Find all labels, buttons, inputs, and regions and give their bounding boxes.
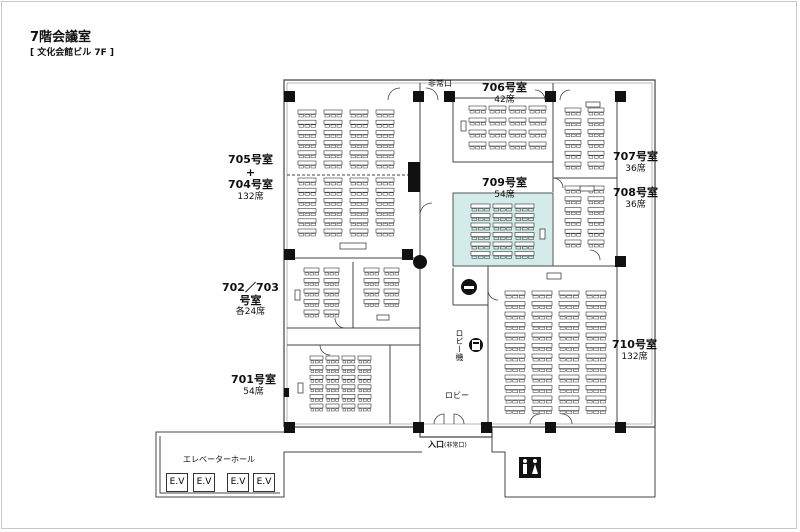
- door-702: [334, 317, 346, 329]
- room-710-seats: 132席: [621, 351, 648, 362]
- seats-702: [303, 267, 340, 318]
- room-plus: +: [245, 165, 256, 179]
- door-705: [387, 87, 401, 101]
- lobby-label: ロビー: [445, 391, 469, 400]
- entrance-door-icon: [433, 413, 465, 425]
- pillars: [284, 91, 626, 433]
- lecterns: [294, 101, 601, 394]
- elevator-4: E.V: [253, 473, 275, 492]
- building-subtitle: [ 文化会館ビル 7F ]: [30, 48, 115, 58]
- room-701-name: 701号室: [231, 373, 276, 386]
- seats-705: [297, 109, 395, 169]
- seats-703: [363, 267, 400, 307]
- page-title: 7階会議室: [30, 30, 92, 45]
- entrance-text: 入口: [428, 440, 444, 449]
- vending-label: ロビー機: [455, 329, 464, 361]
- room-704-name: 704号室: [228, 178, 273, 192]
- room-710-label: 710号室 132席: [612, 338, 657, 362]
- elevator-hall-label: エレベーターホール: [183, 455, 255, 464]
- room-708-seats: 36席: [625, 199, 646, 210]
- door-706: [534, 89, 546, 101]
- restroom-icon: [519, 457, 541, 478]
- room-707-name: 707号室: [613, 150, 658, 163]
- room-701-seats: 54席: [243, 386, 264, 397]
- door-708: [589, 249, 601, 261]
- room-702-703-suffix: 号室: [239, 293, 262, 307]
- door-710-bottom2: [561, 413, 573, 425]
- room-710-name: 710号室: [612, 338, 657, 351]
- seats-709: [470, 203, 535, 259]
- seating-groups: [297, 105, 607, 414]
- entrance-label: 入口(非常口): [428, 440, 467, 450]
- door-710-bottom: [529, 413, 541, 425]
- room-706-label: 706号室 42席: [482, 81, 527, 105]
- door-709: [552, 177, 564, 189]
- room-707-label: 707号室 36席: [613, 150, 658, 174]
- room-707-seats: 36席: [625, 163, 646, 174]
- elevator-3: E.V: [227, 473, 249, 492]
- room-705-704-label: 705号室 + 704号室 132席: [228, 153, 273, 202]
- room-706-seats: 42席: [494, 94, 515, 105]
- door-707: [559, 89, 571, 101]
- room-709-seats: 54席: [494, 189, 515, 200]
- room-709-name: 709号室: [482, 176, 527, 189]
- entrance-note: (非常口): [444, 442, 467, 449]
- elevator-hall-outline: [155, 427, 656, 498]
- seats-704: [297, 177, 395, 237]
- seats-707: [564, 107, 605, 170]
- seats-710: [504, 290, 607, 414]
- room-706-name: 706号室: [482, 81, 527, 94]
- room-709-label: 709号室 54席: [482, 176, 527, 200]
- seats-708: [564, 185, 605, 248]
- room-708-label: 708号室 36席: [613, 186, 658, 210]
- room-708-name: 708号室: [613, 186, 658, 199]
- room-705-704-seats: 132席: [237, 191, 264, 202]
- room-702-703-label: 702／703 号室 各24席: [222, 281, 279, 318]
- room-702-703-name: 702／703: [222, 281, 279, 294]
- door-701: [319, 344, 331, 356]
- phone-icon: [469, 338, 483, 352]
- seats-706: [468, 105, 547, 150]
- seats-701: [309, 355, 372, 412]
- room-705-name: 705号室: [228, 153, 273, 166]
- door-705-side: [419, 202, 433, 216]
- door-swings: [319, 87, 601, 425]
- room-702-703-seats: 各24席: [235, 307, 266, 318]
- emergency-exit-label: 非常口: [428, 79, 452, 88]
- elevator-1: E.V: [166, 473, 188, 492]
- door-emergency: [425, 87, 439, 101]
- door-710: [487, 289, 499, 301]
- room-701-label: 701号室 54席: [231, 373, 276, 397]
- smoking-area-icon: [461, 279, 477, 295]
- elevator-2: E.V: [193, 473, 215, 492]
